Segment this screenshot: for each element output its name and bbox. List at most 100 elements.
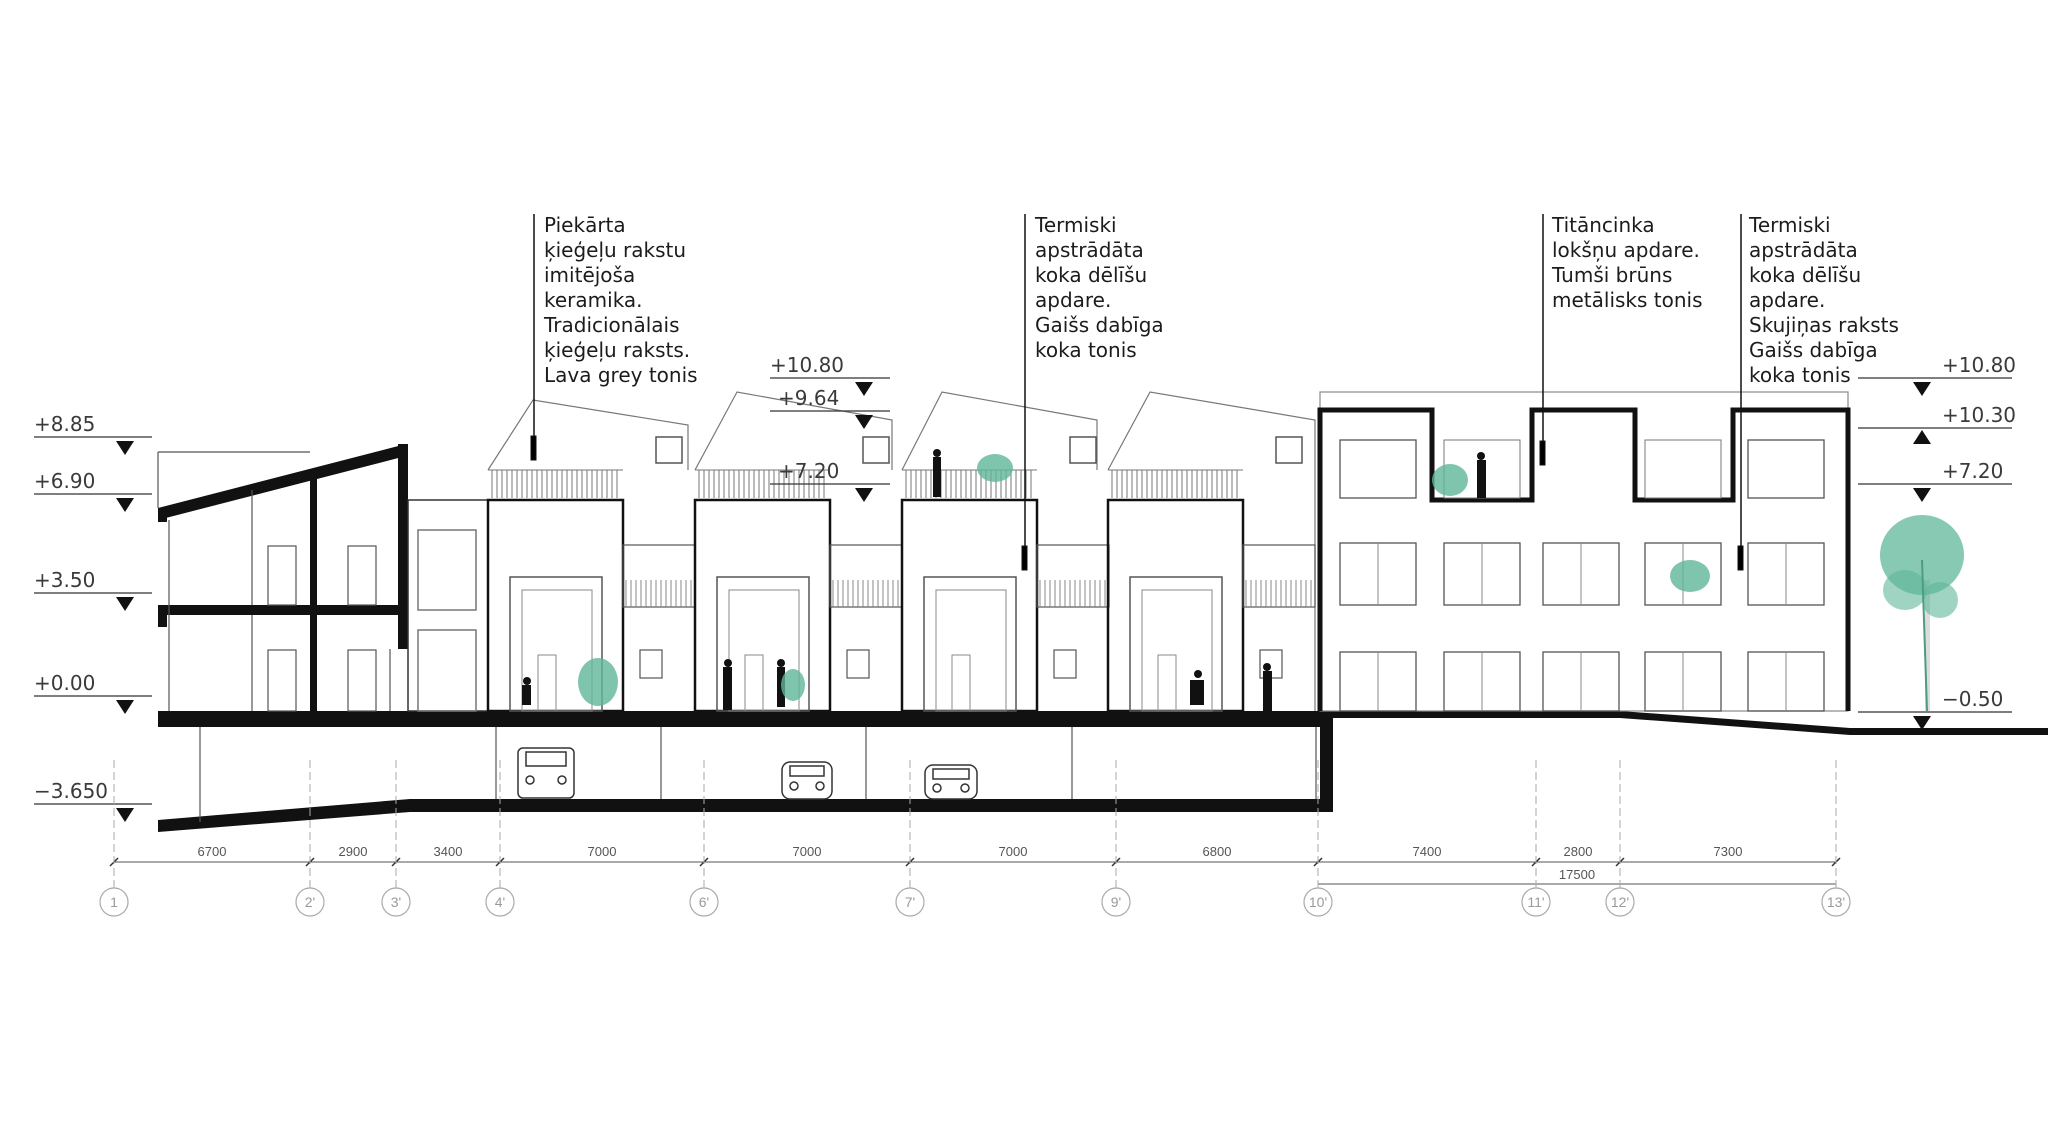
annotation-line: apstrādāta [1035,238,1144,262]
level-marker: +0.00 [34,671,152,714]
left-inner-post [310,475,317,711]
level-marker: +9.64 [770,386,890,429]
basement-floor [158,799,1333,832]
level-label: +3.50 [34,568,95,592]
left-wall-top [158,508,167,522]
level-marker: +3.50 [34,568,152,611]
tree [1880,515,1964,712]
right-block-window [1339,439,1417,499]
level-label: +10.80 [770,353,844,377]
annotation-line: apstrādāta [1749,238,1858,262]
right-block-windows [1339,439,1825,712]
svg-text:4': 4' [495,894,505,910]
annotation-line: koka tonis [1035,338,1137,362]
right-block-window [1747,439,1825,499]
dimension-value: 7300 [1714,844,1743,859]
level-marker: −3.650 [34,779,152,822]
level-label: +9.64 [778,386,839,410]
axis-bubble: 9' [1101,760,1131,917]
annotation-line: imitējoša [544,263,635,287]
level-label: +6.90 [34,469,95,493]
right-block-window [1644,439,1722,499]
svg-text:12': 12' [1611,894,1629,910]
dimension-value: 2800 [1564,844,1593,859]
unit-block [1106,436,1316,713]
level-label: +7.20 [778,459,839,483]
axis-bubble: 4' [485,760,515,917]
annotation-line: lokšņu apdare. [1552,238,1700,262]
basement-wall [1320,711,1333,812]
level-markers: +8.85 +6.90 +3.50 +0.00 −3.650 +10.80 +9.64 +7.… [34,353,2016,822]
annotation-line: Tumši brūns [1551,263,1672,287]
axis-bubble: 13' [1821,760,1851,917]
dimension-value: 7400 [1413,844,1442,859]
annotation-line: Termiski [1034,213,1117,237]
level-marker: +8.85 [34,412,152,455]
axis-bubble: 12' [1605,760,1635,917]
svg-text:10': 10' [1309,894,1327,910]
axis-bubble: 10' [1303,760,1333,917]
annotation-line: Termiski [1748,213,1831,237]
annotation-line: Skujiņas raksts [1749,313,1899,337]
svg-text:2': 2' [305,894,315,910]
axis-bubble: 6' [689,760,719,917]
annotation-line: ķieģeļu raksts. [544,338,690,362]
annotation-line: ķieģeļu rakstu [544,238,686,262]
annotation-line: koka dēlīšu [1035,263,1147,287]
annotation-line: apdare. [1749,288,1825,312]
dimension-value: 6700 [198,844,227,859]
annotation-line: Gaišs dabīga [1035,313,1164,337]
unit-block [486,436,696,713]
annotation-line: Titāncinka [1551,213,1655,237]
dimension-value: 2900 [339,844,368,859]
people-silhouettes [522,449,1486,711]
dimension-value: 7000 [793,844,822,859]
axis-bubble: 3' [381,760,411,917]
level-label: −3.650 [34,779,108,803]
left-ridge-wall [398,444,408,649]
dimension-value: 7000 [588,844,617,859]
left-roof [158,444,406,520]
annotation-line: keramika. [544,288,643,312]
svg-text:7': 7' [905,894,915,910]
svg-text:11': 11' [1527,894,1544,910]
left-floor-slab [158,605,404,615]
level-label: +7.20 [1942,459,2003,483]
annotation-line: koka tonis [1749,363,1851,387]
parked-cars [517,747,978,800]
level-label: +10.80 [1942,353,2016,377]
level-label: −0.50 [1942,687,2003,711]
level-marker: +10.80 [770,353,890,396]
annotation-leaders [530,214,1744,571]
svg-text:1: 1 [110,894,118,910]
axis-bubble: 7' [895,760,925,917]
level-marker: +7.20 [770,459,890,502]
axis-bubble: 1 [99,760,129,917]
level-marker: +6.90 [34,469,152,512]
axis-bubble: 11' [1521,760,1551,917]
left-wall-mid [158,605,167,627]
ground-slab [158,711,1328,727]
structure-cut [158,444,2048,832]
level-marker: +10.30 [1858,403,2016,444]
townhouse-units [407,391,1316,712]
level-label: +10.30 [1942,403,2016,427]
svg-text:6': 6' [699,894,709,910]
car-2 [781,761,833,800]
left-building-details [157,451,1317,822]
svg-text:13': 13' [1827,894,1845,910]
svg-text:3': 3' [391,894,401,910]
plants [578,454,1710,706]
annotation-line: Lava grey tonis [544,363,698,387]
dimension-value: 7000 [999,844,1028,859]
car-3 [924,764,978,800]
right-ground-line [1328,711,2048,735]
annotation-line: Gaišs dabīga [1749,338,1878,362]
level-marker: +10.80 [1858,353,2016,396]
level-marker: +7.20 [1858,459,2012,502]
dimension-total: 17500 [1559,867,1595,882]
car-1 [517,747,575,799]
